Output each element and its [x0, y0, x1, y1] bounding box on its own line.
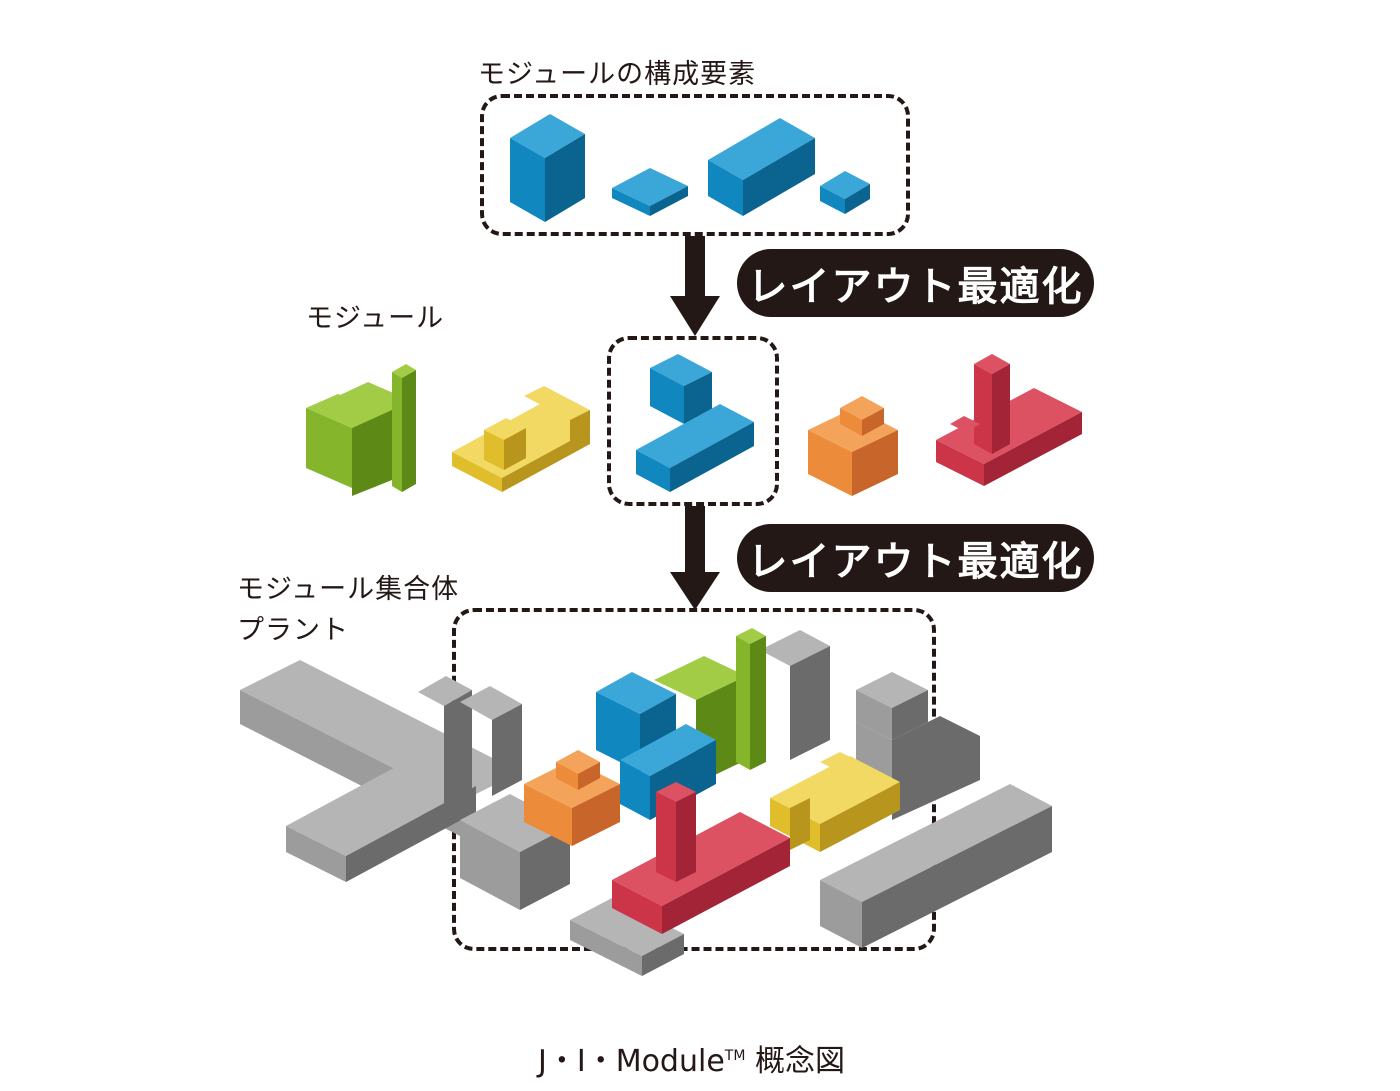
plant-yellow-module — [770, 752, 900, 852]
plant-gray-left — [240, 660, 522, 882]
module-blue — [636, 354, 754, 492]
module-green — [306, 364, 416, 496]
arrow-down-icon-1 — [670, 236, 720, 336]
module-label: モジュール — [306, 303, 445, 334]
component-tall-block — [510, 114, 585, 222]
plant-gray-bottom-right — [820, 784, 1052, 948]
component-long-block — [708, 118, 815, 216]
assembly-label: モジュール集合体 — [237, 574, 460, 605]
layout-optimization-badge-1: レイアウト最適化 — [737, 249, 1094, 317]
plant-label: プラント — [237, 615, 349, 646]
caption-title: J・I・Module — [538, 1044, 725, 1079]
module-orange — [808, 396, 898, 496]
component-flat-plate — [612, 168, 688, 216]
selected-module-box — [607, 336, 779, 506]
trademark-mark: TM — [724, 1048, 746, 1064]
module-red — [936, 354, 1082, 486]
components-box — [480, 94, 910, 236]
plant-gray-top-right — [760, 630, 980, 820]
plant-gray-bottom-center — [570, 898, 684, 976]
plant-orange-module — [524, 750, 620, 846]
component-small-cube — [820, 171, 870, 214]
plant-gray-center-left — [460, 794, 570, 910]
diagram-caption: J・I・ModuleTM 概念図 — [538, 1036, 845, 1080]
plant-red-module — [612, 782, 790, 934]
layout-optimization-badge-2: レイアウト最適化 — [737, 524, 1094, 592]
components-label: モジュールの構成要素 — [478, 59, 757, 90]
caption-suffix: 概念図 — [754, 1044, 845, 1079]
arrow-down-icon-2 — [670, 506, 720, 610]
module-yellow — [452, 386, 590, 492]
